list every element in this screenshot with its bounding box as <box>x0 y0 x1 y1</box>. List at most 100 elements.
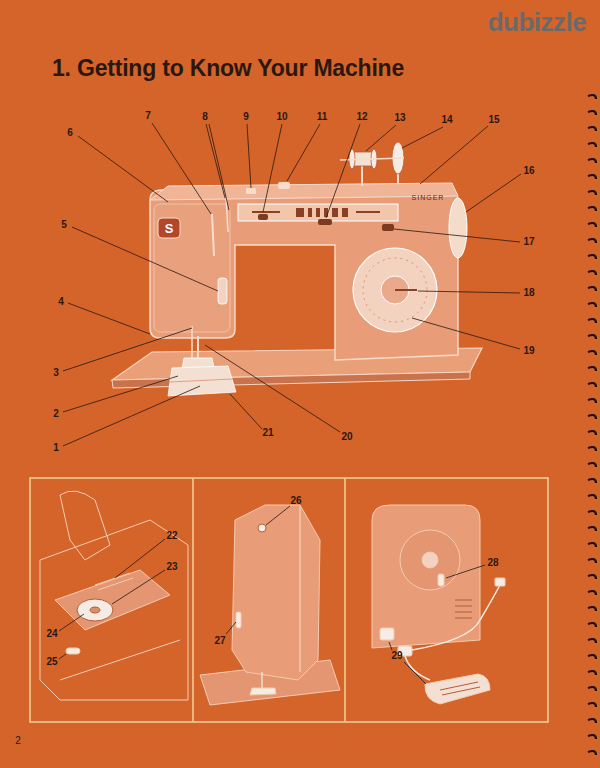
leader-line <box>209 124 229 210</box>
panel-seam <box>300 505 301 672</box>
pedal-cord <box>405 656 430 680</box>
callout-number: 21 <box>262 428 273 438</box>
leader-line <box>266 506 290 525</box>
logo-plate <box>158 218 180 238</box>
head-side <box>232 505 320 680</box>
callout-number: 11 <box>317 112 328 122</box>
side-view <box>200 505 340 705</box>
panel-frame <box>30 478 548 722</box>
leader-line <box>72 227 218 291</box>
vent-slot <box>455 618 472 619</box>
panel-mark <box>296 208 304 217</box>
machine-body <box>150 188 458 360</box>
panel-mark <box>356 211 380 213</box>
panel-divider <box>192 478 194 722</box>
leader-line <box>78 136 168 202</box>
plate-line <box>170 379 232 382</box>
leader-line <box>420 126 488 184</box>
hand-wheel <box>400 530 460 590</box>
wheel-hub <box>422 552 438 568</box>
leader-line <box>263 124 282 212</box>
take-up-lever <box>212 214 214 256</box>
vent-slot <box>455 600 472 601</box>
leader-line <box>59 654 66 659</box>
release-button <box>66 648 80 654</box>
leader-line <box>152 123 211 214</box>
leader-line <box>115 539 165 578</box>
bed-edge <box>60 640 180 680</box>
leader-line <box>466 174 521 212</box>
callout-number: 6 <box>67 128 73 138</box>
cord-plug <box>495 578 505 586</box>
dial-ring <box>363 258 427 322</box>
needle-plate <box>168 366 236 396</box>
light-switch <box>438 574 444 586</box>
needle-bar <box>261 672 263 690</box>
callout-number: 18 <box>523 288 534 298</box>
leader-line <box>206 124 225 198</box>
leader-lines <box>389 565 485 684</box>
feed-slot <box>98 578 133 590</box>
callout-number: 5 <box>61 220 67 230</box>
tension-dial <box>218 278 227 304</box>
callout-number: 19 <box>523 346 534 356</box>
callout-number: 26 <box>290 496 301 506</box>
callout-number: 29 <box>391 651 402 661</box>
pattern-dial <box>353 248 437 332</box>
leader-line <box>287 124 320 181</box>
callout-number: 20 <box>341 432 352 442</box>
leader-line <box>226 622 236 634</box>
panel-mark <box>324 208 328 217</box>
bobbin-winder <box>278 182 290 189</box>
panel-mark <box>316 208 320 217</box>
callout-number: 24 <box>46 629 57 639</box>
page-title: 1. Getting to Know Your Machine <box>52 57 404 80</box>
feed-slot <box>95 573 130 585</box>
callout-number: 4 <box>58 297 64 307</box>
thread-knob <box>258 524 266 532</box>
leader-line <box>112 570 165 604</box>
bobbin <box>77 599 113 621</box>
rear-view <box>372 505 505 704</box>
callout-number: 14 <box>441 115 452 125</box>
leader-line <box>326 124 360 218</box>
callout-number: 2 <box>53 409 59 419</box>
leader-line <box>230 394 262 429</box>
dial-pointer <box>395 289 417 291</box>
leader-line <box>366 125 396 151</box>
leader-line <box>63 328 192 371</box>
page-number: 2 <box>15 736 21 746</box>
callout-number: 10 <box>276 112 287 122</box>
callout-number: 9 <box>243 112 249 122</box>
detail-panel <box>30 478 548 722</box>
panel-mark <box>308 208 312 217</box>
leader-line <box>394 229 520 242</box>
vent-slots <box>455 600 472 618</box>
front-panel <box>238 204 398 221</box>
leader-line <box>404 662 426 684</box>
callout-number: 25 <box>46 657 57 667</box>
spiral-binding <box>588 95 596 755</box>
leader-line <box>402 127 443 148</box>
power-cord <box>412 585 500 650</box>
side-lever <box>236 612 241 628</box>
binding-ring <box>588 95 596 755</box>
vent-slot <box>455 612 472 613</box>
leader-line <box>446 565 485 578</box>
panel-marks <box>252 208 380 217</box>
callout-number: 12 <box>356 112 367 122</box>
leader-line <box>247 124 251 188</box>
leader-line <box>389 642 392 650</box>
bed-outline <box>40 520 188 700</box>
leader-line <box>63 386 200 446</box>
callout-number: 16 <box>523 166 534 176</box>
hand-wheel <box>449 198 467 258</box>
callout-number: 23 <box>166 562 177 572</box>
panel-divider <box>344 478 346 722</box>
panel-mark <box>342 208 348 217</box>
leader-lines <box>59 539 165 659</box>
spool-shaft <box>340 158 404 160</box>
callout-number: 17 <box>523 237 534 247</box>
leader-lines <box>63 123 521 446</box>
